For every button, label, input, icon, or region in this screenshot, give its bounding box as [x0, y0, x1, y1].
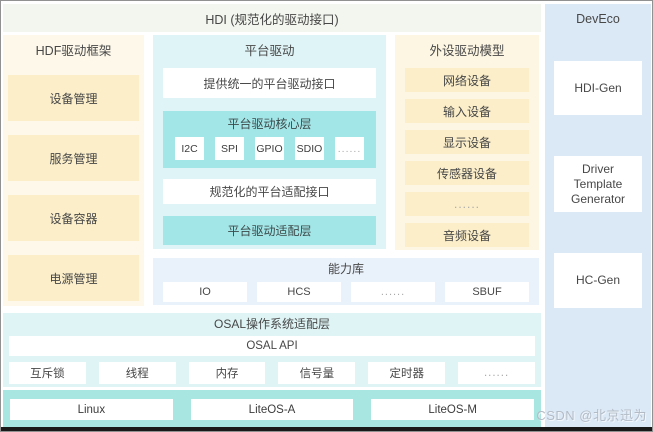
capability-item-ellipsis: ...... [351, 282, 435, 302]
peripheral-item-sensor: 传感器设备 [405, 161, 529, 185]
osal-item-memory: 内存 [188, 362, 266, 384]
chip-ellipsis: ...... [335, 137, 364, 160]
platform-driver-panel: 平台驱动 提供统一的平台驱动接口 平台驱动核心层 I2C SPI GPIO SD… [153, 35, 386, 249]
csdn-watermark: CSDN @北京迅为 [536, 408, 647, 423]
platform-adapter-interface: 规范化的平台适配接口 [163, 179, 376, 204]
chip-gpio: GPIO [255, 137, 284, 160]
kernel-band: Linux LiteOS-A LiteOS-M [3, 390, 541, 429]
deveco-title: DevEco [576, 12, 620, 26]
hdf-framework-panel: HDF驱动框架 设备管理 服务管理 设备容器 电源管理 [3, 35, 144, 306]
platform-unified-interface: 提供统一的平台驱动接口 [163, 68, 376, 98]
hdi-interface-label: HDI (规范化的驱动接口) [205, 12, 339, 27]
osal-panel: OSAL操作系统适配层 OSAL API 互斥锁 线程 内存 信号量 定时器 .… [3, 313, 541, 387]
hdf-item-service-manager: 服务管理 [8, 135, 139, 181]
deveco-item-hdi-gen: HDI-Gen [554, 61, 642, 115]
kernel-liteos-m: LiteOS-M [371, 399, 535, 420]
deveco-item-driver-template-generator: Driver Template Generator [554, 156, 642, 212]
osal-item-mutex: 互斥锁 [9, 362, 86, 384]
platform-core-layer: 平台驱动核心层 I2C SPI GPIO SDIO ...... [163, 111, 376, 168]
capability-item-hcs: HCS [257, 282, 341, 302]
deveco-item-hc-gen: HC-Gen [554, 253, 642, 308]
hdf-item-power-manager: 电源管理 [8, 255, 139, 301]
capability-item-io: IO [163, 282, 247, 302]
capability-item-sbuf: SBUF [445, 282, 529, 302]
osal-api-bar: OSAL API [9, 336, 535, 356]
peripheral-item-display: 显示设备 [405, 130, 529, 154]
hdi-interface-bar: HDI (规范化的驱动接口) [3, 4, 541, 32]
platform-core-layer-title: 平台驱动核心层 [227, 117, 312, 131]
capability-row: IO HCS ...... SBUF [163, 282, 529, 302]
hdf-framework-title: HDF驱动框架 [35, 44, 112, 58]
peripheral-item-audio: 音频设备 [405, 223, 529, 247]
osal-item-ellipsis: ...... [458, 362, 535, 384]
platform-driver-title: 平台驱动 [244, 44, 295, 58]
kernel-linux: Linux [10, 399, 173, 420]
chip-spi: SPI [215, 137, 244, 160]
peripheral-models-panel: 外设驱动模型 网络设备 输入设备 显示设备 传感器设备 ...... 音频设备 [395, 35, 539, 250]
osal-item-semaphore: 信号量 [278, 362, 356, 384]
hdf-item-device-container: 设备容器 [8, 195, 139, 241]
osal-title: OSAL操作系统适配层 [213, 317, 331, 331]
capability-library-title: 能力库 [327, 262, 364, 276]
osal-item-timer: 定时器 [368, 362, 446, 384]
peripheral-models-title: 外设驱动模型 [429, 44, 505, 58]
osal-item-thread: 线程 [98, 362, 176, 384]
peripheral-item-network: 网络设备 [405, 68, 529, 92]
chip-sdio: SDIO [295, 137, 324, 160]
chip-i2c: I2C [175, 137, 204, 160]
bottom-border-line [1, 427, 652, 431]
capability-library-panel: 能力库 IO HCS ...... SBUF [153, 258, 539, 305]
platform-core-chip-row: I2C SPI GPIO SDIO ...... [175, 137, 364, 160]
peripheral-item-input: 输入设备 [405, 99, 529, 123]
kernel-liteos-a: LiteOS-A [190, 399, 354, 420]
osal-row: 互斥锁 线程 内存 信号量 定时器 ...... [9, 362, 535, 384]
peripheral-item-ellipsis: ...... [405, 192, 529, 216]
deveco-panel: DevEco HDI-Gen Driver Template Generator… [545, 4, 651, 429]
platform-adapter-layer: 平台驱动适配层 [163, 216, 376, 245]
hdf-item-device-manager: 设备管理 [8, 75, 139, 121]
